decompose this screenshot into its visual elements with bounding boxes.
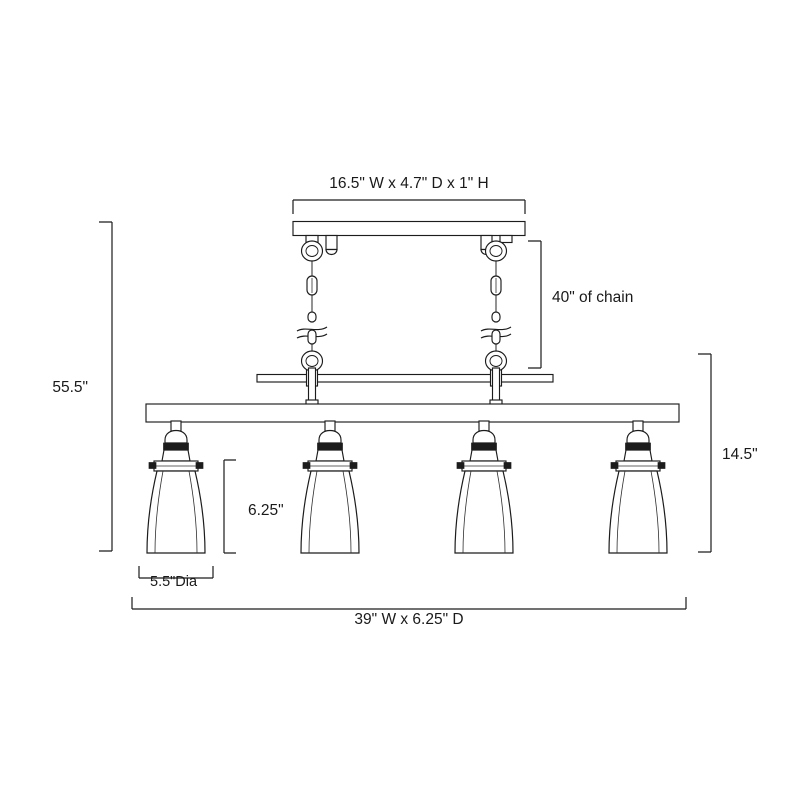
main-body-bar [145, 403, 680, 423]
overall-width-label: 39" W x 6.25" D [354, 611, 463, 628]
chain-right [480, 234, 513, 372]
canopy-dimension-group [292, 199, 526, 214]
shade-assembly-group [146, 420, 668, 554]
canopy-dimension-label: 16.5" W x 4.7" D x 1" H [329, 175, 489, 192]
shade-1 [146, 420, 206, 554]
fixture-height-bracket [698, 353, 712, 553]
shade-height-bracket [223, 459, 236, 554]
shade-3 [454, 420, 514, 554]
ceiling-canopy-plate [292, 220, 526, 237]
overall-height-label: 55.5" [52, 379, 88, 396]
fixture-height-label: 14.5" [722, 446, 758, 463]
chain-dimension-label: 40" of chain [552, 289, 633, 306]
shade-2 [300, 420, 360, 554]
shade-4 [608, 420, 668, 554]
chain-dimension-bracket [528, 240, 542, 369]
shade-diameter-bracket [138, 566, 214, 579]
shade-height-label: 6.25" [248, 502, 284, 519]
overall-height-bracket [99, 221, 113, 552]
upper-crossbar [256, 369, 554, 387]
overall-width-bracket [131, 597, 687, 610]
shade-diameter-label: 5.5"Dia [150, 574, 198, 590]
chain-left [296, 234, 338, 372]
